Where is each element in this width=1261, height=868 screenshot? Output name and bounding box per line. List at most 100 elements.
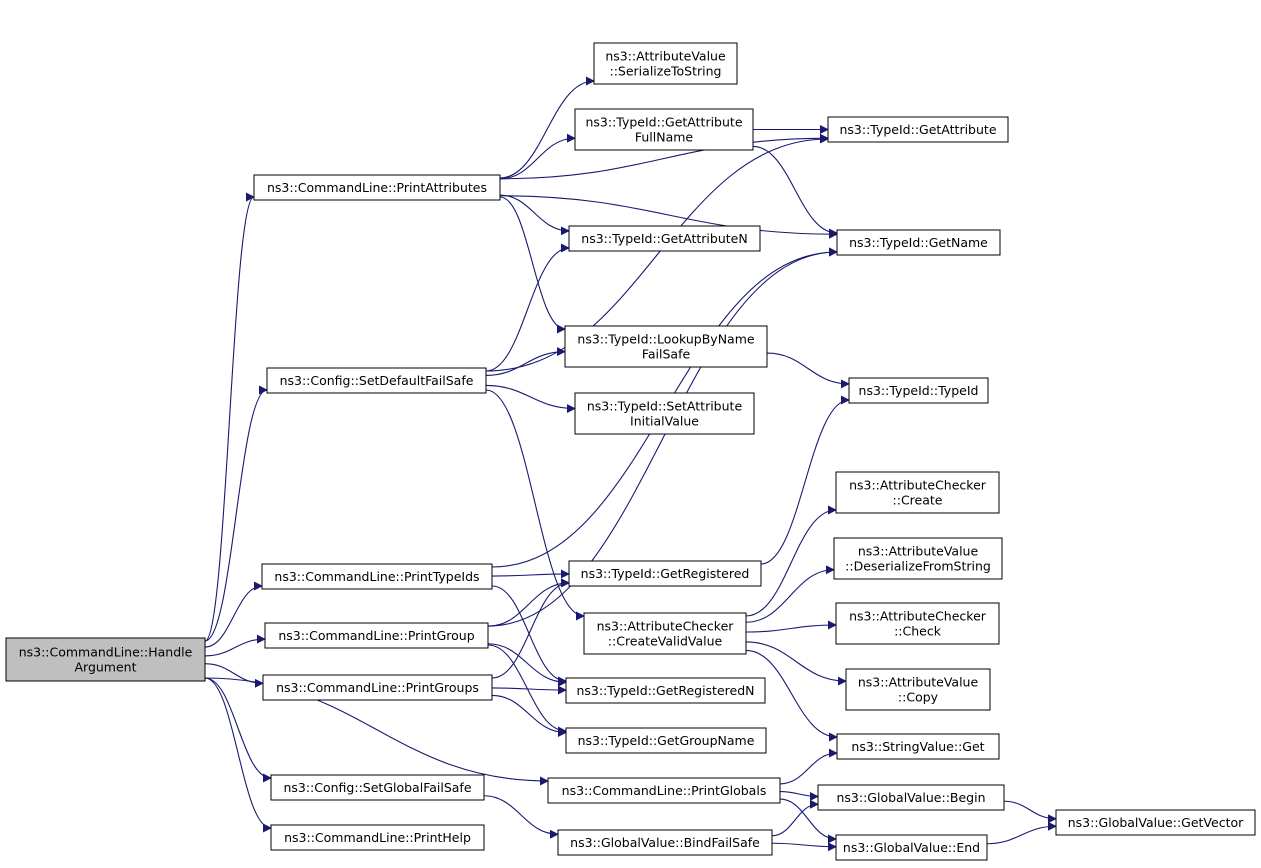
node-box[interactable] — [264, 622, 489, 649]
edge-lookup-by-name-fail-safe-to-type-id — [766, 352, 850, 389]
edge-print-attributes-to-get-attribute — [499, 133, 829, 180]
node-checker-create[interactable]: ns3::AttributeChecker::Create — [835, 471, 1000, 514]
node-box[interactable] — [845, 668, 991, 711]
node-box[interactable] — [547, 777, 781, 804]
edge-set-default-fail-safe-to-set-attribute-initial-value — [485, 384, 576, 414]
node-box[interactable] — [593, 42, 738, 85]
node-box[interactable] — [262, 674, 493, 701]
node-print-groups[interactable]: ns3::CommandLine::PrintGroups — [262, 674, 493, 701]
node-get-attribute[interactable]: ns3::TypeId::GetAttribute — [827, 116, 1009, 143]
node-label: ::SerializeToString — [610, 64, 722, 79]
node-value-copy[interactable]: ns3::AttributeValue::Copy — [845, 668, 991, 711]
node-label: ns3::GlobalValue::End — [843, 840, 980, 855]
node-get-name[interactable]: ns3::TypeId::GetName — [836, 229, 1001, 256]
node-box[interactable] — [565, 727, 767, 754]
node-box[interactable] — [564, 325, 768, 368]
node-label: ns3::TypeId::GetName — [849, 235, 988, 250]
node-print-globals[interactable]: ns3::CommandLine::PrintGlobals — [547, 777, 781, 804]
node-create-valid-value[interactable]: ns3::AttributeChecker::CreateValidValue — [583, 612, 747, 655]
node-print-group[interactable]: ns3::CommandLine::PrintGroup — [264, 622, 489, 649]
edge-global-value-end-to-get-vector — [986, 821, 1057, 845]
node-box[interactable] — [833, 537, 1003, 580]
edge-handle-argument-to-print-globals — [204, 677, 549, 786]
node-box[interactable] — [1055, 809, 1256, 836]
node-label: ns3::CommandLine::PrintGroups — [276, 680, 479, 695]
edge-create-valid-value-to-string-value-get — [745, 649, 838, 742]
node-label: ns3::TypeId::GetRegisteredN — [576, 683, 754, 698]
edge-create-valid-value-to-checker-check — [745, 620, 837, 633]
node-set-global-fail-safe[interactable]: ns3::Config::SetGlobalFailSafe — [270, 774, 485, 801]
node-label: ns3::CommandLine::PrintAttributes — [267, 180, 487, 195]
node-box[interactable] — [568, 225, 761, 252]
edge-handle-argument-to-print-type-ids — [204, 581, 263, 648]
node-label: ns3::AttributeValue — [605, 49, 726, 64]
node-label: ns3::AttributeValue — [858, 544, 979, 559]
node-label: ns3::TypeId::GetAttribute — [585, 115, 742, 130]
node-label: ns3::CommandLine::Handle — [19, 645, 193, 660]
node-box[interactable] — [835, 602, 1000, 645]
node-box[interactable] — [270, 774, 485, 801]
node-box[interactable] — [848, 377, 989, 404]
node-box[interactable] — [261, 563, 493, 590]
edge-print-groups-to-get-group-name — [491, 694, 567, 738]
edge-handle-argument-to-print-groups — [204, 663, 264, 688]
node-box[interactable] — [568, 560, 762, 587]
node-get-registered-n[interactable]: ns3::TypeId::GetRegisteredN — [565, 677, 766, 704]
node-label: ns3::Config::SetDefaultFailSafe — [280, 373, 474, 388]
node-box[interactable] — [270, 824, 485, 851]
node-label: Argument — [74, 660, 136, 675]
node-label: ns3::AttributeChecker — [849, 609, 987, 624]
node-print-attributes[interactable]: ns3::CommandLine::PrintAttributes — [253, 174, 501, 201]
node-box[interactable] — [817, 784, 1005, 811]
node-box[interactable] — [266, 367, 487, 394]
node-string-value-get[interactable]: ns3::StringValue::Get — [836, 733, 1000, 760]
node-box[interactable] — [574, 108, 754, 151]
node-global-value-end[interactable]: ns3::GlobalValue::End — [835, 834, 988, 861]
node-box[interactable] — [827, 116, 1009, 143]
node-box[interactable] — [835, 834, 988, 861]
node-get-attribute-n[interactable]: ns3::TypeId::GetAttributeN — [568, 225, 761, 252]
node-global-value-begin[interactable]: ns3::GlobalValue::Begin — [817, 784, 1005, 811]
edge-handle-argument-to-print-help — [204, 677, 272, 833]
node-label: ns3::TypeId::GetGroupName — [578, 733, 755, 748]
node-get-vector[interactable]: ns3::GlobalValue::GetVector — [1055, 809, 1256, 836]
node-label: ::DeserializeFromString — [845, 559, 991, 574]
edge-handle-argument-to-set-global-fail-safe — [204, 677, 272, 783]
edge-create-valid-value-to-value-copy — [745, 641, 847, 686]
node-set-default-fail-safe[interactable]: ns3::Config::SetDefaultFailSafe — [266, 367, 487, 394]
node-checker-check[interactable]: ns3::AttributeChecker::Check — [835, 602, 1000, 645]
node-box[interactable] — [5, 637, 206, 682]
node-get-group-name[interactable]: ns3::TypeId::GetGroupName — [565, 727, 767, 754]
edge-print-attributes-to-get-attribute-full-name — [499, 133, 576, 180]
node-label: ns3::TypeId::TypeId — [859, 383, 979, 398]
node-label: ns3::TypeId::GetAttributeN — [581, 231, 747, 246]
node-box[interactable] — [253, 174, 501, 201]
node-label: ::Create — [893, 493, 943, 508]
node-label: ns3::TypeId::GetRegistered — [581, 566, 750, 581]
nodes-layer: ns3::CommandLine::HandleArgumentns3::Com… — [5, 42, 1256, 861]
node-label: FailSafe — [642, 347, 691, 362]
node-box[interactable] — [836, 229, 1001, 256]
node-label: ::Check — [894, 624, 942, 639]
node-deserialize-from-string[interactable]: ns3::AttributeValue::DeserializeFromStri… — [833, 537, 1003, 580]
node-print-help[interactable]: ns3::CommandLine::PrintHelp — [270, 824, 485, 851]
node-box[interactable] — [583, 612, 747, 655]
node-print-type-ids[interactable]: ns3::CommandLine::PrintTypeIds — [261, 563, 493, 590]
node-box[interactable] — [565, 677, 766, 704]
node-bind-fail-safe[interactable]: ns3::GlobalValue::BindFailSafe — [557, 829, 773, 856]
node-type-id[interactable]: ns3::TypeId::TypeId — [848, 377, 989, 404]
edge-bind-fail-safe-to-global-value-end — [771, 842, 837, 852]
node-box[interactable] — [835, 471, 1000, 514]
node-box[interactable] — [836, 733, 1000, 760]
node-get-registered[interactable]: ns3::TypeId::GetRegistered — [568, 560, 762, 587]
node-serialize-to-string[interactable]: ns3::AttributeValue::SerializeToString — [593, 42, 738, 85]
edge-print-globals-to-global-value-end — [779, 798, 837, 844]
node-label: ns3::CommandLine::PrintTypeIds — [274, 569, 479, 584]
node-label: ns3::CommandLine::PrintGroup — [278, 628, 474, 643]
node-box[interactable] — [557, 829, 773, 856]
node-box[interactable] — [574, 392, 755, 435]
